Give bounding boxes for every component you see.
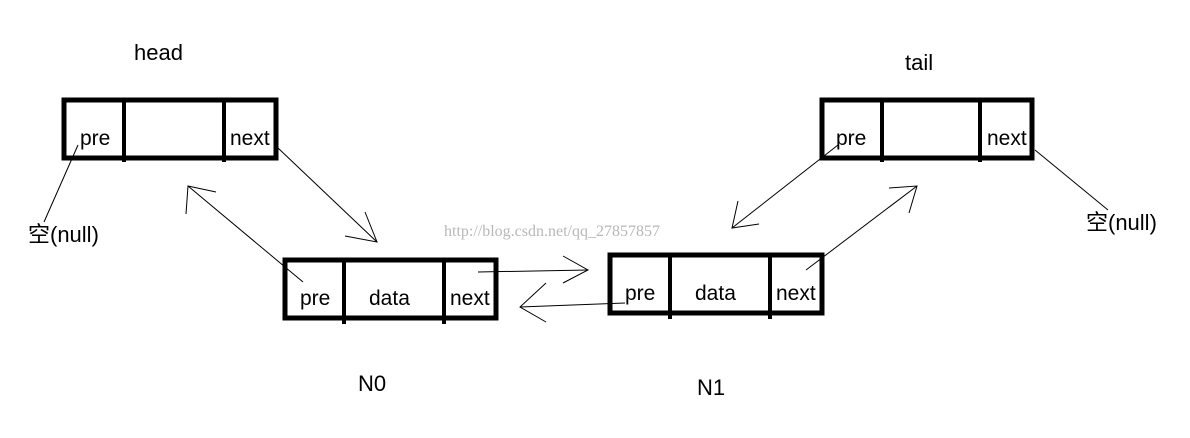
tail-next-label: next: [987, 127, 1027, 150]
tail-pre-to-n1-arrow: [731, 144, 839, 229]
tail-label: tail: [905, 50, 933, 75]
n0-data-label: data: [369, 287, 410, 310]
n0-next-to-n1-arrow: [477, 255, 590, 284]
n1-label: N1: [697, 375, 725, 400]
tail-next-null-line: [1034, 149, 1109, 211]
watermark-text: http://blog.csdn.net/qq_27857857: [444, 223, 660, 240]
head-label: head: [134, 40, 183, 65]
head-pre-null-line: [43, 144, 79, 223]
n1-pre-label: pre: [625, 282, 655, 305]
n1-node: pre data next: [607, 252, 825, 319]
n1-data-label: data: [695, 282, 736, 305]
tail-node: pre next: [819, 97, 1035, 162]
n1-next-label: next: [776, 282, 816, 305]
n0-next-label: next: [450, 287, 490, 310]
head-pre-label: pre: [80, 127, 110, 150]
n1-pre-to-n0-arrow: [519, 282, 626, 323]
n0-node: pre data next: [282, 257, 499, 324]
n0-label: N0: [358, 371, 386, 396]
tail-pre-label: pre: [836, 127, 866, 150]
n0-pre-to-head-arrow: [185, 185, 304, 283]
n1-next-to-tail-arrow: [805, 185, 918, 271]
head-next-label: next: [230, 127, 270, 150]
null-right-label: 空(null): [1086, 210, 1157, 235]
head-node: pre next: [61, 97, 279, 162]
head-next-to-n0-arrow: [277, 147, 378, 243]
n0-pre-label: pre: [300, 287, 330, 310]
null-left-label: 空(null): [28, 222, 99, 247]
